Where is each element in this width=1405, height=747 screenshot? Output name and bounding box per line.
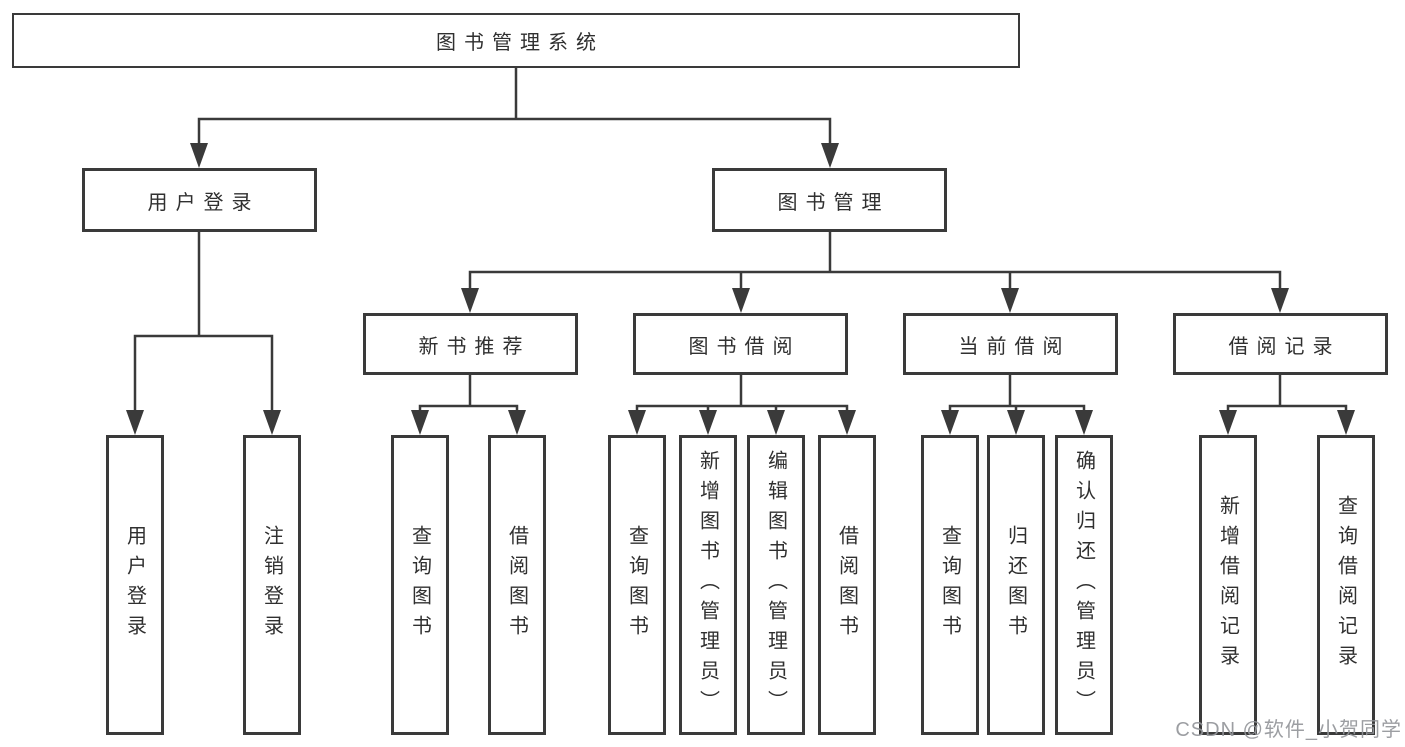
node-current-borrowing: 当前借阅 [903,313,1118,375]
leaf-query-borrow-record: 查询借阅记录 [1317,435,1375,735]
connector-line [133,334,274,411]
leaf-query-books-current: 查询图书 [921,435,979,735]
arrow-down-icon [411,410,429,435]
leaf-logout: 注销登录 [243,435,301,735]
arrow-down-icon [1075,410,1093,435]
leaf-add-borrow-record: 新增借阅记录 [1199,435,1257,735]
leaf-borrow-books: 借阅图书 [818,435,876,735]
leaf-add-books-admin: 新增图书（管理员） [679,435,737,735]
arrow-down-icon [263,410,281,435]
arrow-down-icon [508,410,526,435]
leaf-query-books-borrow: 查询图书 [608,435,666,735]
connector-line [1226,404,1348,411]
node-new-book-recommendation: 新书推荐 [363,313,578,375]
arrow-down-icon [821,143,839,168]
arrow-down-icon [190,143,208,168]
connector-line [468,270,1282,289]
arrow-down-icon [126,410,144,435]
node-book-management: 图书管理 [712,168,947,232]
arrow-down-icon [1271,288,1289,313]
arrow-down-icon [1219,410,1237,435]
leaf-confirm-return-admin: 确认归还（管理员） [1055,435,1113,735]
arrow-down-icon [461,288,479,313]
connector-line [197,117,832,144]
watermark: CSDN @软件_小贺同学 [1175,719,1402,741]
arrow-down-icon [699,410,717,435]
arrow-down-icon [1007,410,1025,435]
arrow-down-icon [732,288,750,313]
node-library-system: 图书管理系统 [12,13,1020,68]
leaf-return-books: 归还图书 [987,435,1045,735]
leaf-borrow-books-recommend: 借阅图书 [488,435,546,735]
arrow-down-icon [1001,288,1019,313]
arrow-down-icon [941,410,959,435]
node-book-borrowing: 图书借阅 [633,313,848,375]
node-user-login: 用户登录 [82,168,317,232]
leaf-edit-books-admin: 编辑图书（管理员） [747,435,805,735]
connector-line [948,404,1086,411]
arrow-down-icon [1337,410,1355,435]
node-borrowing-records: 借阅记录 [1173,313,1388,375]
leaf-user-login: 用户登录 [106,435,164,735]
connector-line [635,404,849,411]
connector-line [418,404,519,411]
leaf-query-books-recommend: 查询图书 [391,435,449,735]
arrow-down-icon [838,410,856,435]
arrow-down-icon [628,410,646,435]
arrow-down-icon [767,410,785,435]
